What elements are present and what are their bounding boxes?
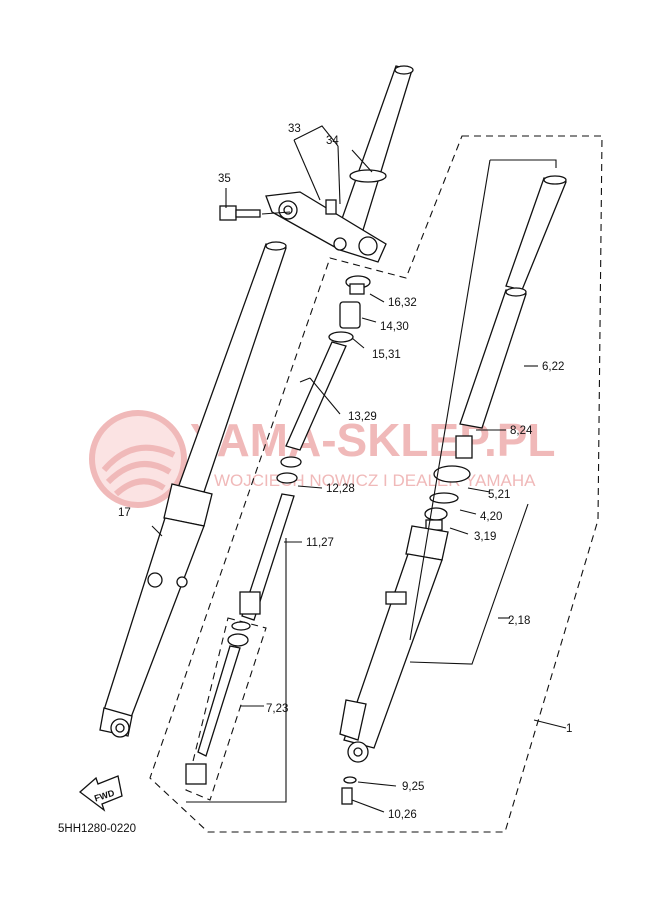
callout-2: 2,18	[508, 615, 530, 627]
callout-10: 10,26	[388, 809, 417, 821]
callout-12: 12,28	[326, 483, 355, 495]
leader-lines	[151, 125, 567, 813]
callout-4: 4,20	[480, 511, 502, 523]
watermark-brand: YAMA-SKLEP.PL	[190, 414, 556, 466]
callout-17: 17	[118, 507, 131, 519]
callout-7: 7,23	[266, 703, 288, 715]
callout-35: 35	[218, 173, 231, 185]
callout-8: 8,24	[510, 425, 533, 437]
watermark-tagline: WOJCIECH NOWICZ I DEALER YAMAHA	[214, 471, 536, 490]
callout-11: 11,27	[306, 537, 334, 549]
callout-34: 34	[326, 135, 339, 147]
callout-33: 33	[288, 123, 301, 135]
left-fork-leg	[99, 241, 287, 738]
callout-16: 16,32	[388, 297, 417, 309]
callout-13: 13,29	[348, 411, 377, 423]
fwd-arrow-icon: FWD	[78, 775, 123, 812]
callout-15: 15,31	[372, 349, 401, 361]
callout-1: 1	[566, 723, 572, 735]
damper-internals	[185, 275, 371, 785]
callout-14: 14,30	[380, 321, 409, 333]
callout-9: 9,25	[402, 781, 424, 793]
diagram-code: 5HH1280-0220	[58, 823, 136, 835]
bolt	[219, 205, 261, 221]
assembly-boundary-damper	[185, 617, 267, 801]
steering-stem	[265, 65, 414, 263]
right-fork-parts	[339, 175, 567, 805]
callout-3: 3,19	[474, 531, 496, 543]
callout-5: 5,21	[488, 489, 510, 501]
assembly-boundary-outer	[149, 135, 603, 833]
callouts: 1 2,18 3,19 4,20 5,21 6,22 7,23 8,24 9,2…	[118, 123, 572, 821]
watermark-logo	[89, 410, 187, 508]
callout-6: 6,22	[542, 361, 564, 373]
